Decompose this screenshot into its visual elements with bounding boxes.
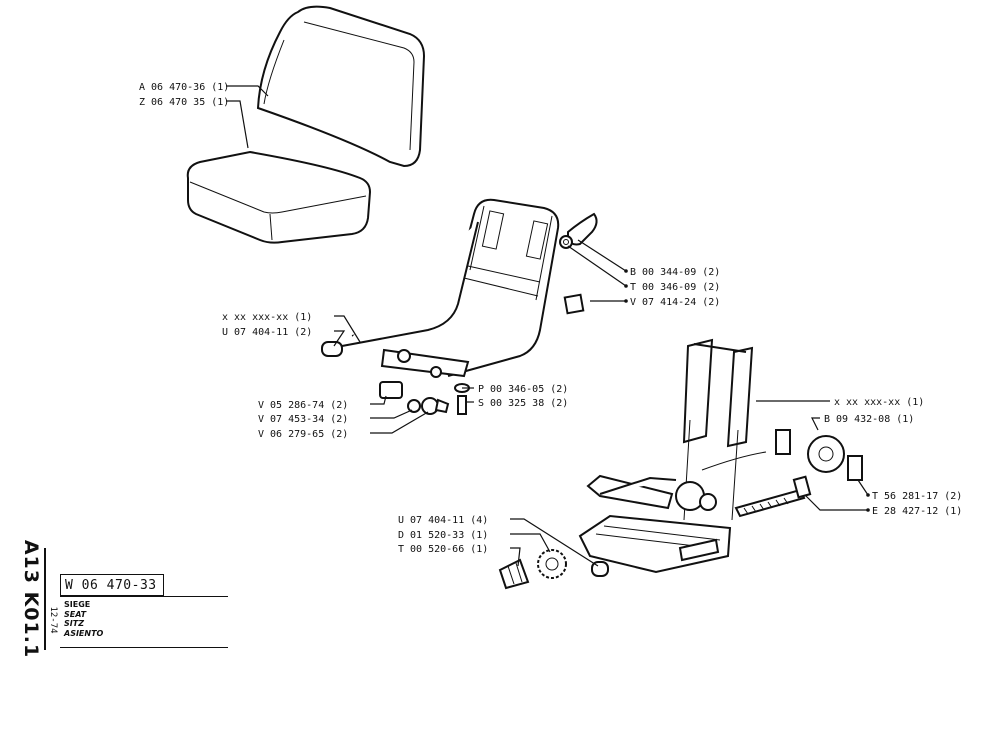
sheet-code: A13 K01.1 <box>18 540 46 658</box>
label-u-07-404-11-4: U 07 404-11 (4) <box>398 515 488 526</box>
label-t-00-346-09: T 00 346-09 (2) <box>630 282 720 293</box>
title-divider <box>60 596 228 597</box>
adjuster-knob <box>498 549 609 590</box>
label-t-56-281-17: T 56 281-17 (2) <box>872 491 962 502</box>
label-v-07-453-34: V 07 453-34 (2) <box>258 414 348 425</box>
seat-frame <box>341 198 560 378</box>
title-block: W 06 470-33 SIEGE SEAT SITZ ASIENTO <box>60 574 228 648</box>
seat-cushion <box>186 150 372 244</box>
date-code-text: 12-74 <box>48 606 58 634</box>
title-bottom-rule <box>60 647 228 648</box>
label-t-00-520-66: T 00 520-66 (1) <box>398 544 488 555</box>
suspension-mechanism <box>578 338 863 574</box>
name-de: SITZ <box>64 619 84 628</box>
name-es: ASIENTO <box>64 628 104 638</box>
label-v-05-286-74: V 05 286-74 (2) <box>258 400 348 411</box>
label-b-09-432-08: B 09 432-08 (1) <box>824 414 914 425</box>
label-d-01-520-33: D 01 520-33 (1) <box>398 530 488 541</box>
label-z-06-470-35: Z 06 470 35 (1) <box>139 97 229 108</box>
name-en: SEAT <box>64 609 87 619</box>
label-b-00-344-09: B 00 344-09 (2) <box>630 267 720 278</box>
date-code: 12-74 <box>46 600 60 640</box>
name-fr: SIEGE <box>64 600 91 609</box>
label-x-xx-frame: x xx xxx-xx (1) <box>222 312 312 323</box>
label-s-00-325-38: S 00 325 38 (2) <box>478 398 568 409</box>
seat-back-cushion <box>256 5 426 168</box>
label-p-00-346-05: P 00 346-05 (2) <box>478 384 568 395</box>
part-names: SIEGE SEAT SITZ ASIENTO <box>64 600 103 638</box>
frame-hardware <box>321 212 598 415</box>
sheet-code-text: A13 K01.1 <box>20 539 42 659</box>
label-v-07-414-24: V 07 414-24 (2) <box>630 297 720 308</box>
label-u-07-404-11-2: U 07 404-11 (2) <box>222 327 312 338</box>
drawing-number: W 06 470-33 <box>60 574 164 596</box>
label-v-06-279-65: V 06 279-65 (2) <box>258 429 348 440</box>
label-e-28-427-12: E 28 427-12 (1) <box>872 506 962 517</box>
leader-lines <box>226 85 870 567</box>
label-x-xx-shock: x xx xxx-xx (1) <box>834 397 924 408</box>
label-a-06-470-36: A 06 470-36 (1) <box>139 82 229 93</box>
